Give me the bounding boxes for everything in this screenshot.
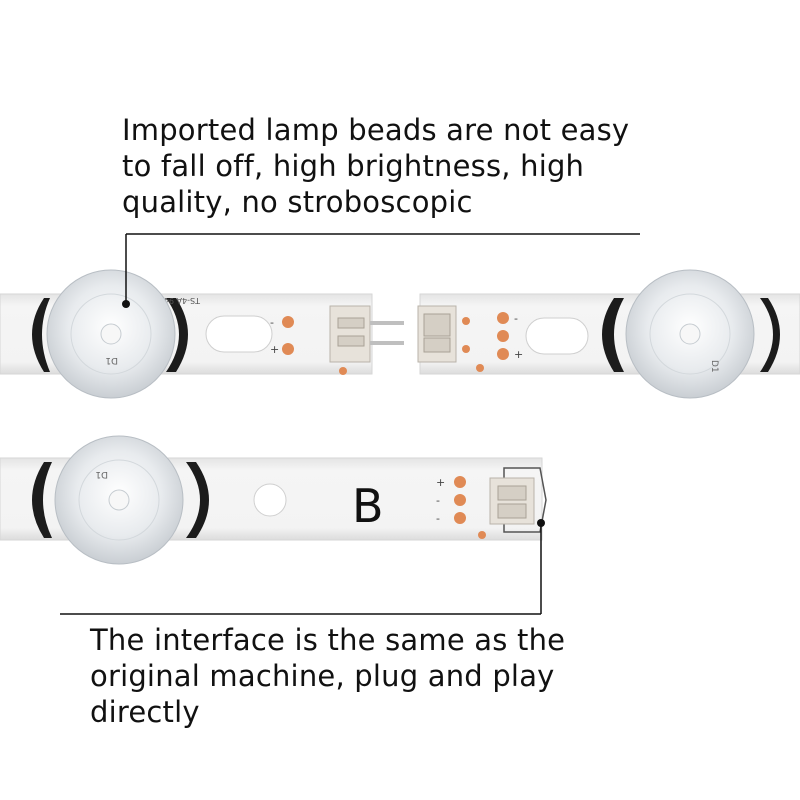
pad-plus-label: + xyxy=(514,348,523,361)
bottom-caption-line: directly xyxy=(90,695,200,729)
solder-pad xyxy=(478,531,486,539)
solder-pad xyxy=(454,476,466,488)
bottom-caption-line: original machine, plug and play xyxy=(90,659,555,693)
led-label: D1 xyxy=(105,355,118,365)
solder-pad xyxy=(462,317,470,325)
board-letter: B xyxy=(352,479,384,533)
led-lens: D1 xyxy=(625,269,755,399)
solder-pad xyxy=(497,330,509,342)
led-lens: D1 xyxy=(46,269,176,399)
solder-pad xyxy=(497,312,509,324)
black-mark xyxy=(32,462,52,538)
solder-pad xyxy=(476,364,484,372)
led-lens: D1 xyxy=(54,435,184,565)
pad-plus-label: + xyxy=(270,343,279,356)
top-caption-line: to fall off, high brightness, high xyxy=(122,149,585,183)
top-caption: Imported lamp beads are not easy to fall… xyxy=(122,112,682,220)
connector-left xyxy=(329,305,404,363)
bottom-caption: The interface is the same as the origina… xyxy=(90,622,650,730)
solder-pad xyxy=(339,367,347,375)
black-mark xyxy=(186,462,209,538)
connector-right xyxy=(417,305,457,363)
led-strip-right: - + D1 xyxy=(417,269,800,399)
pad-minus-label: - xyxy=(514,312,518,325)
solder-pad xyxy=(282,343,294,355)
solder-pad xyxy=(454,512,466,524)
connector-bottom xyxy=(489,467,547,533)
solder-pad xyxy=(454,494,466,506)
bottom-caption-line: The interface is the same as the xyxy=(90,623,566,657)
black-mark xyxy=(32,298,50,372)
led-strip-left: - + TS-4A 94V-0 1419 D1 xyxy=(0,269,404,399)
pad-plus-label: + xyxy=(436,476,445,489)
pad-minus-label: - xyxy=(436,494,440,507)
top-caption-line: Imported lamp beads are not easy xyxy=(122,113,630,147)
solder-pad xyxy=(462,345,470,353)
mount-hole xyxy=(253,483,287,517)
top-caption-line: quality, no stroboscopic xyxy=(122,185,473,219)
led-label: D1 xyxy=(95,469,108,479)
callout-bottom xyxy=(60,519,545,615)
solder-pad xyxy=(282,316,294,328)
pad-minus-label: - xyxy=(436,512,440,525)
led-strip-bottom: B + - - D1 xyxy=(0,435,547,565)
solder-pad xyxy=(497,348,509,360)
black-mark xyxy=(166,298,188,372)
black-mark xyxy=(760,298,780,372)
callout-top xyxy=(122,233,640,308)
mount-slot xyxy=(205,315,273,353)
led-label: D1 xyxy=(709,360,719,373)
mount-slot xyxy=(525,317,589,355)
pad-minus-label: - xyxy=(270,316,274,329)
black-mark xyxy=(602,298,624,372)
